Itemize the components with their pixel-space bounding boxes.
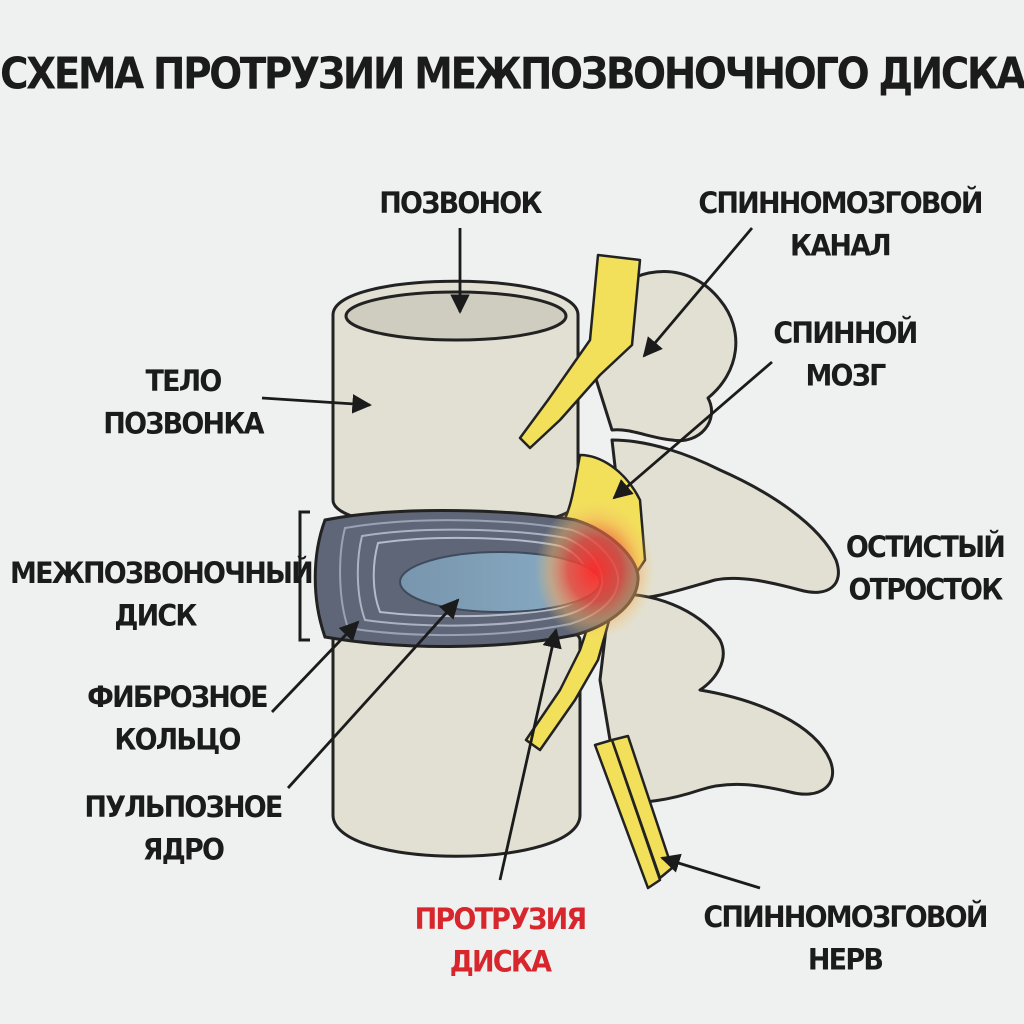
arrow-spinal-cord <box>612 360 773 500</box>
label-spinous-process: ОСТИСТЫЙ ОТРОСТОК <box>845 530 1006 608</box>
label-annulus-fibrosus: ФИБРОЗНОЕ КОЛЬЦО <box>87 680 268 758</box>
label-intervertebral-disc: МЕЖПОЗВОНОЧНЫЙ ДИСК <box>10 556 314 634</box>
lower-vertebra-process <box>598 592 835 804</box>
spinal-nerve-strand <box>593 738 662 890</box>
arrow-disc-protrusion <box>498 628 562 881</box>
label-spinal-cord: СПИННОЙ МОЗГ <box>773 316 918 394</box>
vertebra-top-opening <box>344 290 568 342</box>
disc-bracket <box>298 510 310 642</box>
arrow-vertebral-body <box>261 394 372 414</box>
arrow-spinal-nerve <box>660 853 761 890</box>
page-title: СХЕМА ПРОТРУЗИИ МЕЖПОЗВОНОЧНОГО ДИСКА <box>0 49 1024 100</box>
disc-protrusion <box>535 500 655 640</box>
arrow-nucleus-pulposus <box>286 598 460 789</box>
label-nucleus-pulposus: ПУЛЬПОЗНОЕ ЯДРО <box>84 790 283 868</box>
arrow-annulus-fibrosus <box>270 620 360 713</box>
label-disc-protrusion: ПРОТРУЗИЯ ДИСКА <box>414 902 588 980</box>
upper-nerve-root <box>518 253 642 450</box>
arrow-spinal-canal <box>642 227 754 358</box>
spinous-process <box>610 438 840 600</box>
label-spinal-nerve: СПИННОМОЗГОВОЙ НЕРВ <box>703 900 988 978</box>
label-spinal-canal: СПИННОМОЗГОВОЙ КАНАЛ <box>698 186 983 264</box>
label-vertebra: ПОЗВОНОК <box>379 186 542 221</box>
label-vertebral-body: ТЕЛО ПОЗВОНКА <box>103 364 264 442</box>
